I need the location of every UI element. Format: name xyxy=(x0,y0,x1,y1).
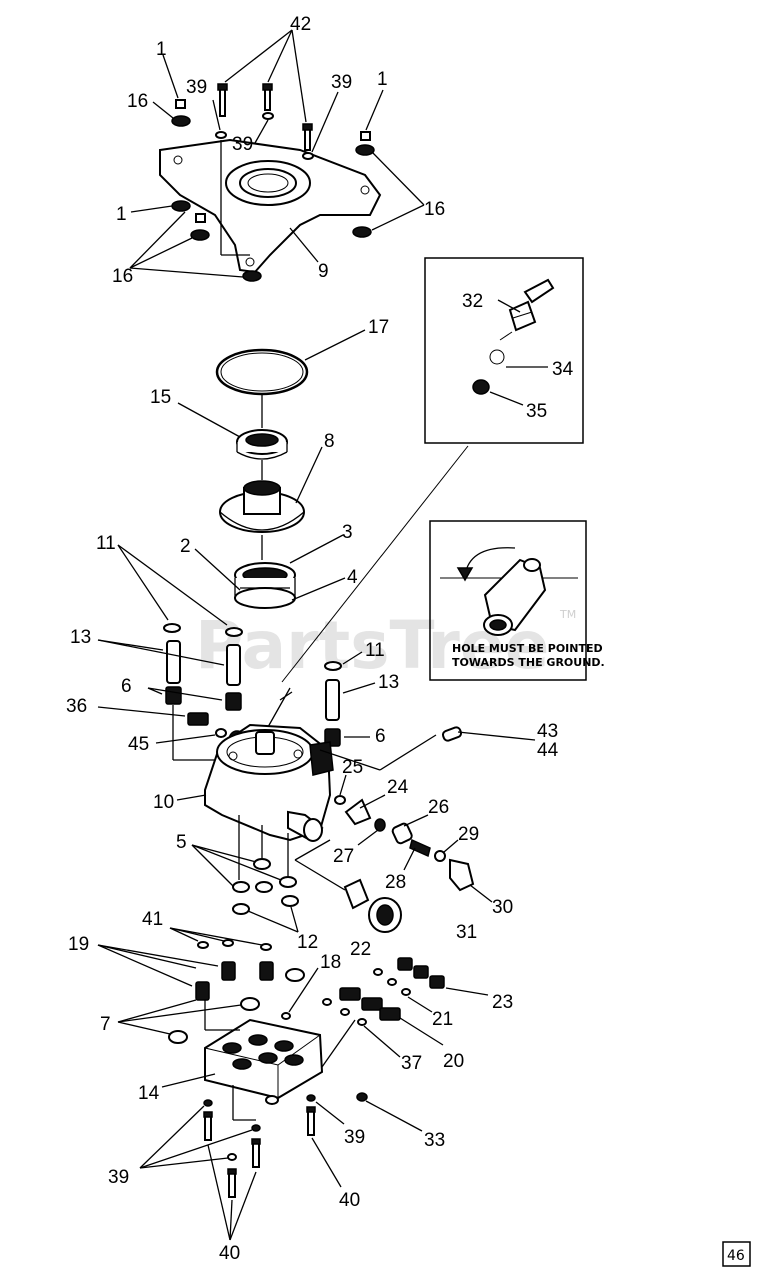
callout-45: 45 xyxy=(128,734,149,755)
callout-6-right: 6 xyxy=(375,726,386,747)
callout-39-top-right: 39 xyxy=(331,72,352,93)
callout-9: 9 xyxy=(318,261,329,282)
manifold-14 xyxy=(204,1018,368,1105)
callout-13-left: 13 xyxy=(70,627,91,648)
top-leader-lines xyxy=(129,29,425,278)
callout-17: 17 xyxy=(368,317,389,338)
washers-5-12 xyxy=(191,815,299,933)
callout-13-right: 13 xyxy=(378,672,399,693)
callout-2: 2 xyxy=(180,536,191,557)
callout-33: 33 xyxy=(424,1130,445,1151)
callout-30: 30 xyxy=(492,897,513,918)
housing-leaders xyxy=(176,731,536,903)
callout-34: 34 xyxy=(552,359,574,380)
bearing-2-3-4 xyxy=(234,562,296,609)
callout-39-bottom-left: 39 xyxy=(108,1167,129,1188)
callout-39-center: 39 xyxy=(232,134,253,155)
callout-8: 8 xyxy=(324,431,335,452)
callout-1-left: 1 xyxy=(116,204,127,225)
callout-14: 14 xyxy=(138,1083,160,1104)
callout-4: 4 xyxy=(347,567,358,588)
seal-15 xyxy=(236,429,288,460)
swash-plate-8 xyxy=(219,480,305,533)
callout-40-right: 40 xyxy=(339,1190,360,1211)
top-bolts-42 xyxy=(217,83,313,151)
inset-orientation-box xyxy=(429,520,587,681)
top-washers-39 xyxy=(215,112,314,160)
callout-39-bottom-right: 39 xyxy=(344,1127,365,1148)
callout-1-top-right: 1 xyxy=(377,69,388,90)
callout-41: 41 xyxy=(142,909,163,930)
callout-26: 26 xyxy=(428,797,449,818)
valve-parts-upper xyxy=(168,939,305,1044)
callout-16-right: 16 xyxy=(424,199,445,220)
inset-note-line-1: HOLE MUST BE POINTED xyxy=(452,642,603,655)
plunger-leaders xyxy=(97,544,376,761)
callout-35: 35 xyxy=(526,401,547,422)
callout-3: 3 xyxy=(342,522,353,543)
callout-6-left: 6 xyxy=(121,676,132,697)
inset-leader-line xyxy=(281,445,469,683)
callout-43: 43 xyxy=(537,721,558,742)
callout-11-left: 11 xyxy=(96,533,116,554)
bottom-leaders xyxy=(139,1085,345,1241)
plungers-13 xyxy=(166,640,340,721)
callout-22: 22 xyxy=(350,939,371,960)
callout-44: 44 xyxy=(537,740,559,761)
callout-24: 24 xyxy=(387,777,409,798)
callout-21: 21 xyxy=(432,1009,453,1030)
callout-5: 5 xyxy=(176,832,187,853)
page-number: 46 xyxy=(727,1248,745,1264)
callout-27: 27 xyxy=(333,846,354,867)
manifold-leaders xyxy=(97,927,489,1132)
callout-23: 23 xyxy=(492,992,513,1013)
pump-housing-10 xyxy=(204,723,334,842)
valve-parts-right xyxy=(322,957,445,1026)
callout-40-bottom: 40 xyxy=(219,1243,240,1264)
watermark-trademark: TM xyxy=(559,608,576,621)
callout-16-bottom-left: 16 xyxy=(112,266,133,287)
callout-19: 19 xyxy=(68,934,89,955)
callout-42: 42 xyxy=(290,14,311,35)
unloader-parts xyxy=(343,798,475,933)
callout-12: 12 xyxy=(297,932,318,953)
center-leaders xyxy=(177,329,366,601)
callout-16-top-left: 16 xyxy=(127,91,148,112)
callout-39-top-left: 39 xyxy=(186,77,207,98)
callout-28: 28 xyxy=(385,872,406,893)
page-number-box: 46 xyxy=(722,1241,751,1267)
callout-15: 15 xyxy=(150,387,171,408)
bottom-bolts-40 xyxy=(203,1094,316,1198)
o-ring-17 xyxy=(215,348,309,396)
callout-37: 37 xyxy=(401,1053,422,1074)
callout-7: 7 xyxy=(100,1014,111,1035)
callout-31: 31 xyxy=(456,922,477,943)
ports-43-44-25 xyxy=(334,726,463,805)
flange-part-9 xyxy=(159,138,382,274)
top-washers-16 xyxy=(171,115,375,282)
callout-36: 36 xyxy=(66,696,87,717)
callout-1-top-left: 1 xyxy=(156,39,167,60)
callout-18: 18 xyxy=(320,952,341,973)
seals-11 xyxy=(163,623,342,671)
inset-note-line-2: TOWARDS THE GROUND. xyxy=(452,656,605,669)
callout-11-right: 11 xyxy=(365,640,385,661)
inset-unloader-box xyxy=(424,257,584,444)
callout-29: 29 xyxy=(458,824,479,845)
callout-32: 32 xyxy=(462,291,483,312)
callout-10: 10 xyxy=(153,792,174,813)
top-nuts-1 xyxy=(175,99,371,223)
callout-25: 25 xyxy=(342,757,363,778)
callout-20: 20 xyxy=(443,1051,464,1072)
